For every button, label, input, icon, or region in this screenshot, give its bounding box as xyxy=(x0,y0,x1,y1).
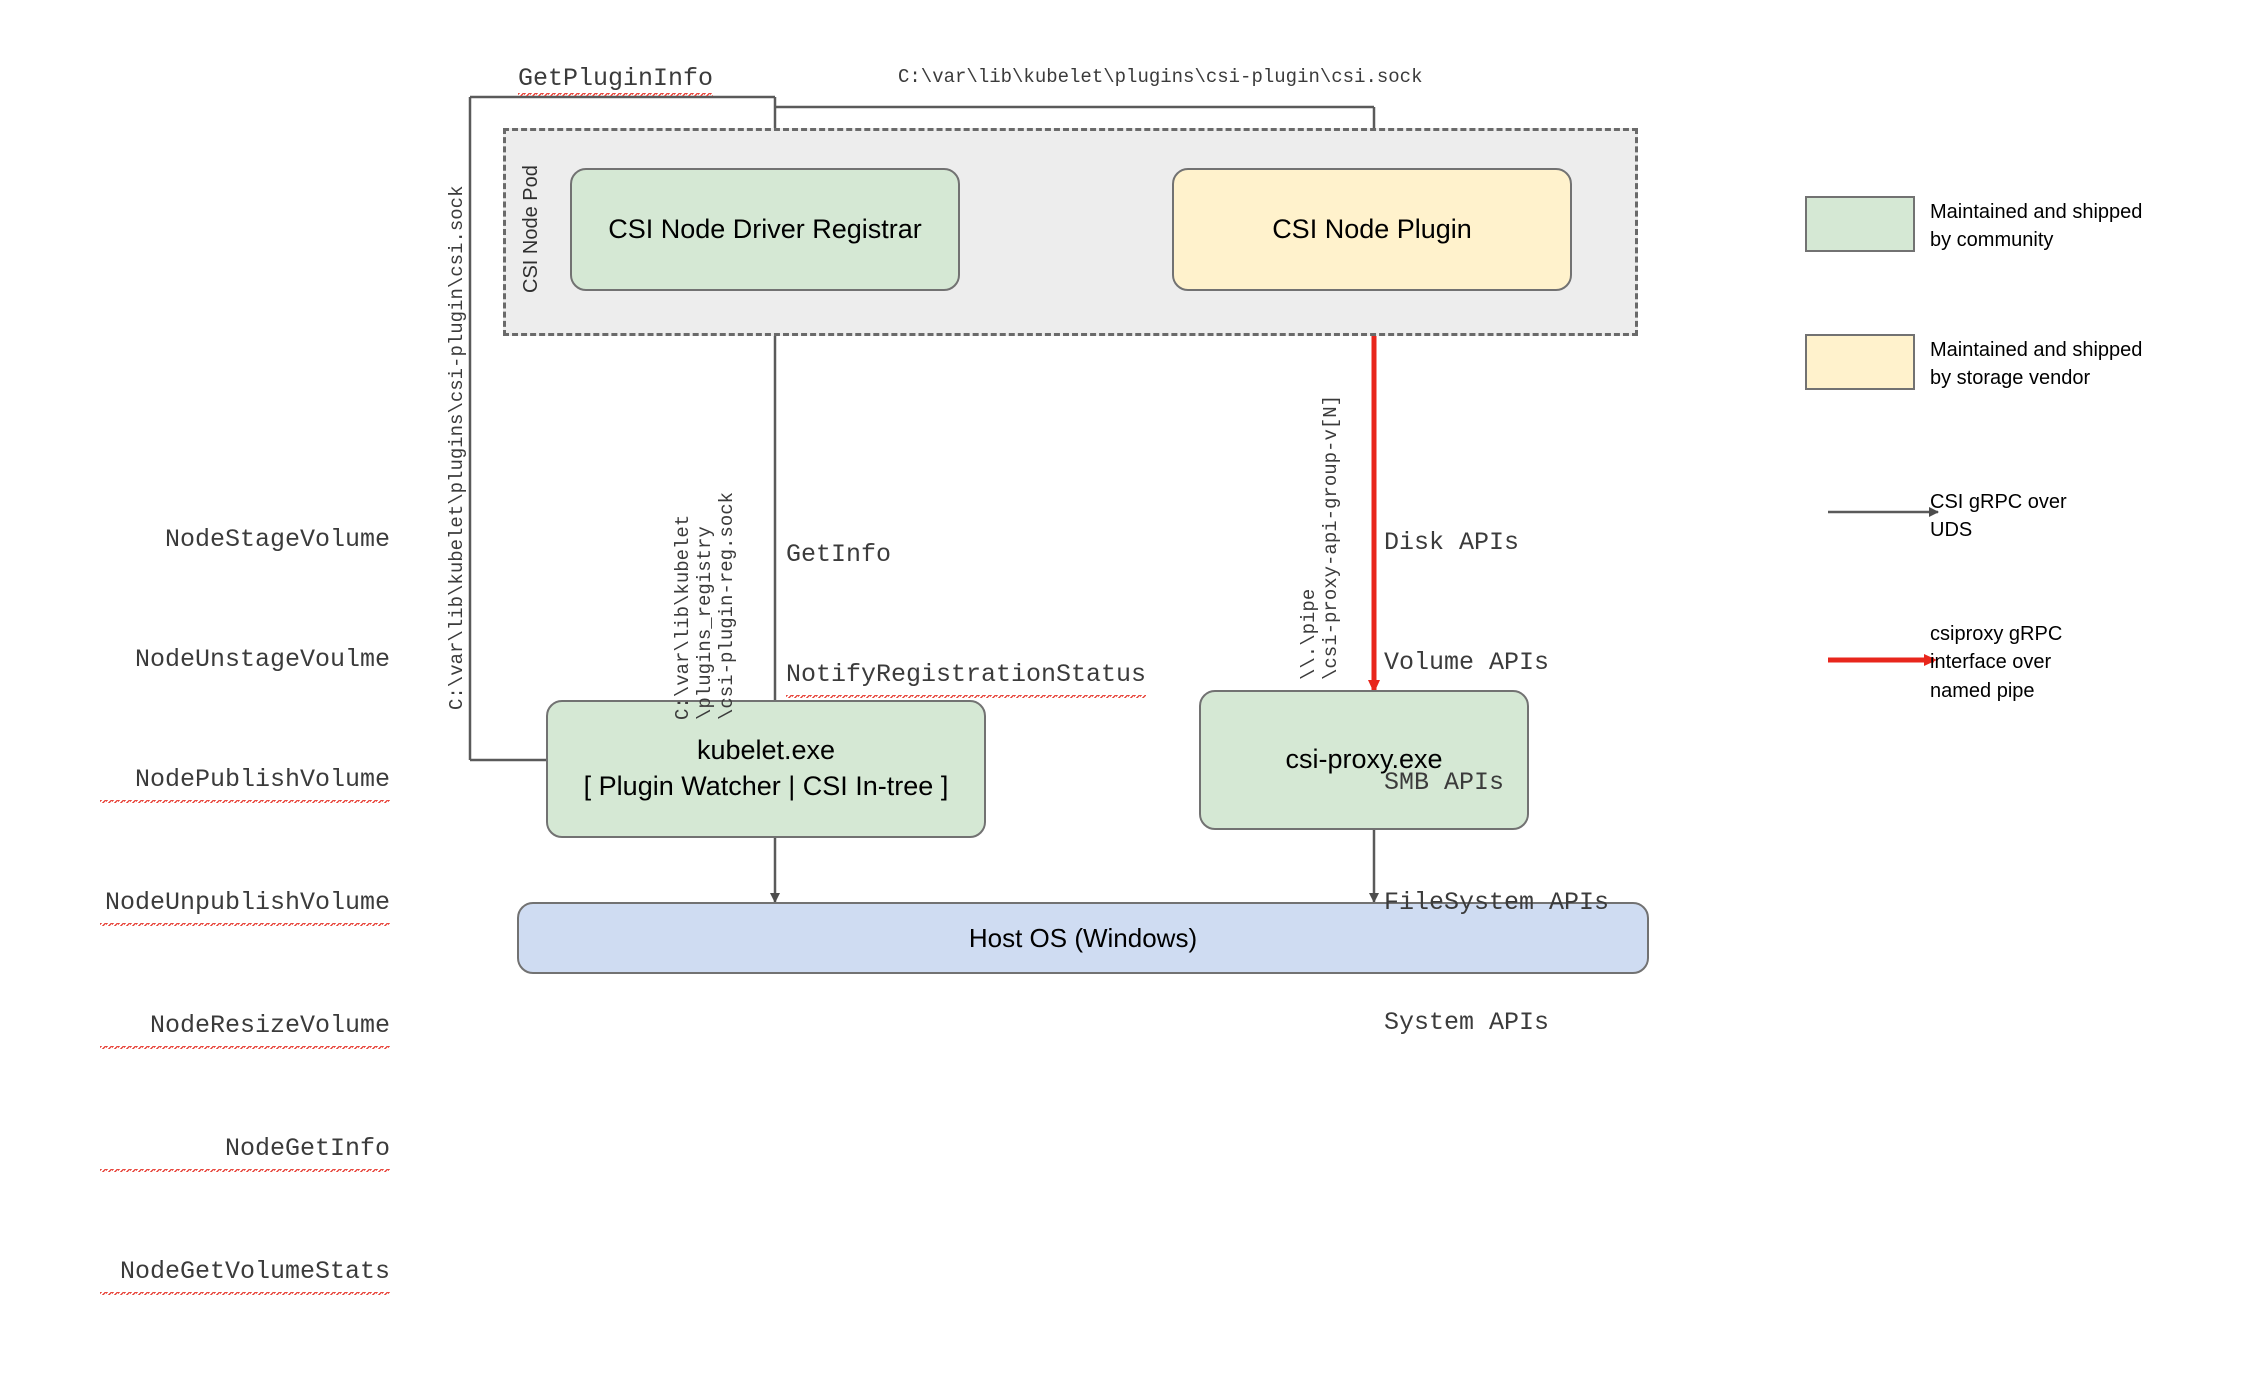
legend-label-vendor: Maintained and shipped by storage vendor xyxy=(1930,339,2143,390)
legend-swatch-vendor xyxy=(1805,334,1915,390)
node-csi-node-driver-registrar[interactable]: CSI Node Driver Registrar xyxy=(570,168,960,291)
legend-label-community: Maintained and shipped by community xyxy=(1930,201,2143,252)
diagram-canvas: CSI Node Pod CSI Node Driver Registrar C… xyxy=(100,64,2143,1295)
node-label: Host OS (Windows) xyxy=(968,922,1198,953)
proxy-api-item: Disk APIs xyxy=(1384,528,1520,557)
proxy-api-item: System APIs xyxy=(1384,1008,1550,1037)
registry-path-line-1: C:\var\lib\kubelet xyxy=(672,514,694,720)
label-registry-sock-path: C:\var\lib\kubelet \plugins_registry \cs… xyxy=(672,470,738,720)
label-csi-sock-path-top: C:\var\lib\kubelet\plugins\csi-plugin\cs… xyxy=(898,66,1423,88)
node-kubelet-exe[interactable]: kubelet.exe [ Plugin Watcher | CSI In-tr… xyxy=(546,700,986,838)
kubelet-line-2: [ Plugin Watcher | CSI In-tree ] xyxy=(583,771,949,801)
label-registration-calls: GetInfo NotifyRegistrationStatus xyxy=(786,455,1147,778)
proxy-api-item: Volume APIs xyxy=(1384,648,1550,677)
label-csi-sock-path-left: C:\var\lib\kubelet\plugins\csi-plugin\cs… xyxy=(446,185,468,711)
legend-label-csi-grpc-uds: CSI gRPC over UDS xyxy=(1930,491,2067,542)
node-label: CSI Node Plugin xyxy=(1272,213,1472,244)
label-get-plugin-info: GetPluginInfo xyxy=(518,64,714,96)
node-api-item: NodeStageVolume xyxy=(164,525,390,554)
node-host-os[interactable]: Host OS (Windows) xyxy=(517,902,1649,974)
proxy-api-list: Disk APIs Volume APIs SMB APIs FileSyste… xyxy=(1384,443,1609,1123)
registration-call-notifyregistrationstatus: NotifyRegistrationStatus xyxy=(786,655,1147,698)
legend-label-csiproxy-named-pipe: csiproxy gRPC interface over named pipe xyxy=(1930,623,2063,702)
node-api-item: NodeGetVolumeStats xyxy=(100,1252,390,1295)
registry-path-line-2: \plugins_registry xyxy=(694,526,716,720)
named-pipe-line-2: \csi-proxy-api-group-v[N] xyxy=(1320,394,1342,680)
csi-node-pod-label: CSI Node Pod xyxy=(520,165,542,293)
legend-swatch-community xyxy=(1805,196,1915,252)
proxy-api-item: SMB APIs xyxy=(1384,768,1505,797)
node-api-list: NodeStageVolume NodeUnstageVoulme NodePu… xyxy=(100,440,390,1375)
node-csi-node-plugin[interactable]: CSI Node Plugin xyxy=(1172,168,1572,291)
registry-path-line-3: \csi-plugin-reg.sock xyxy=(716,491,738,720)
kubelet-line-1: kubelet.exe xyxy=(696,735,836,766)
node-api-item: NodeResizeVolume xyxy=(100,1006,390,1049)
node-label: csi-proxy.exe xyxy=(1285,744,1443,775)
registration-call-getinfo: GetInfo xyxy=(786,540,892,569)
node-api-item: NodePublishVolume xyxy=(100,760,390,803)
named-pipe-line-1: \\.\pipe xyxy=(1298,588,1320,680)
node-csi-proxy-exe[interactable]: csi-proxy.exe xyxy=(1199,690,1529,830)
node-api-item: NodeGetInfo xyxy=(100,1129,390,1172)
node-api-item: NodeUnstageVoulme xyxy=(134,645,390,674)
label-named-pipe-path: \\.\pipe \csi-proxy-api-group-v[N] xyxy=(1298,370,1342,680)
node-api-item: NodeUnpublishVolume xyxy=(100,883,390,926)
node-label: CSI Node Driver Registrar xyxy=(608,213,922,244)
proxy-api-item: FileSystem APIs xyxy=(1384,888,1610,917)
